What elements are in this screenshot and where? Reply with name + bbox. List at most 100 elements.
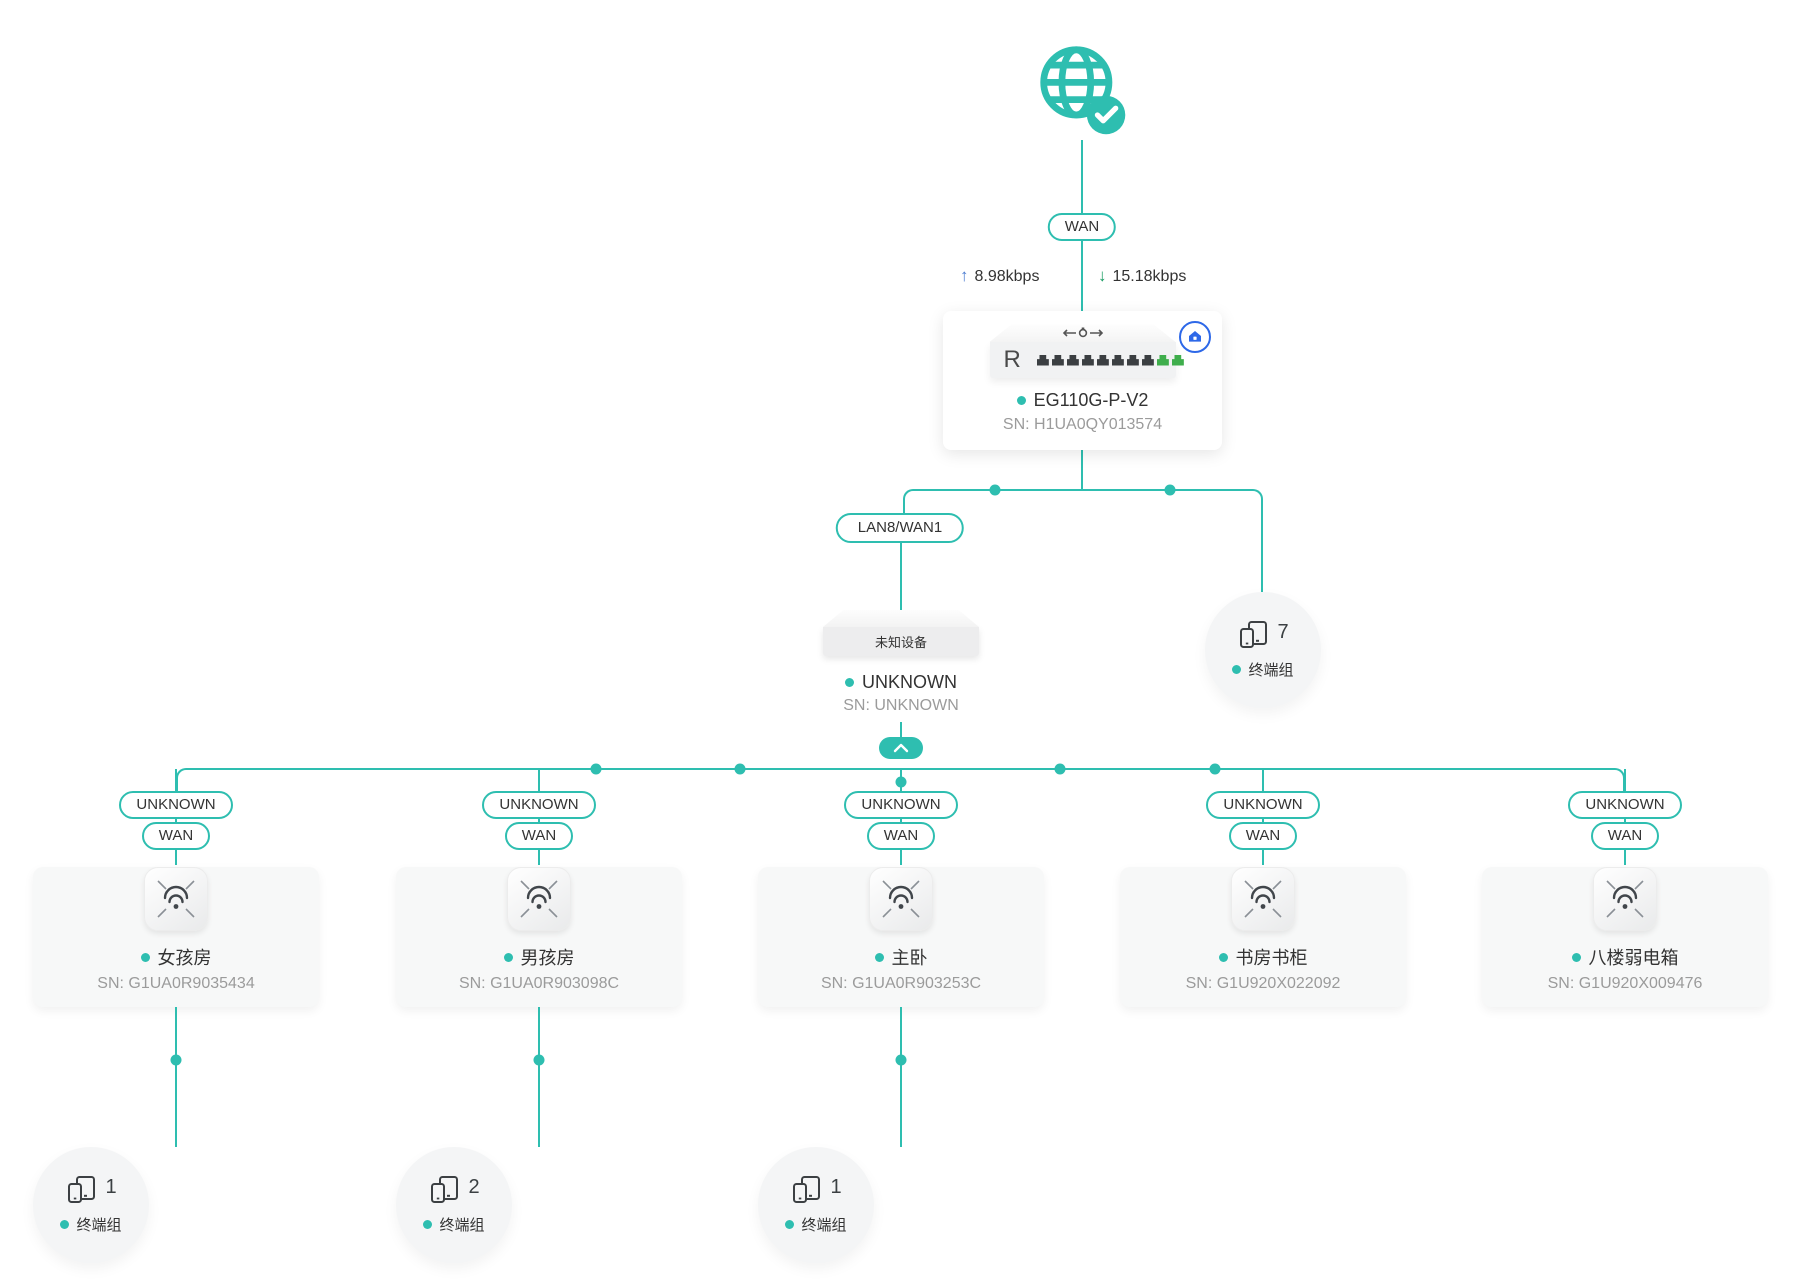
ap-name: 八楼弱电箱 (1588, 948, 1679, 968)
ap-node-card[interactable]: 主卧 SN: G1UA0R903253C (758, 867, 1044, 1007)
ethernet-port (1126, 354, 1139, 366)
branch-master-bedroom: UNKNOWN WAN 主卧 SN: G1UA0R903253C (758, 769, 1044, 1263)
wan-pill: WAN (504, 822, 574, 850)
router-device-art: R (989, 324, 1184, 378)
link-ap-terminals (895, 1007, 907, 1147)
wan-pill: WAN (141, 822, 211, 850)
ap-node-card[interactable]: 八楼弱电箱 SN: G1U920X009476 (1482, 867, 1768, 1007)
junction-dot (734, 763, 746, 775)
ethernet-port (1081, 354, 1094, 366)
uplink-pill: UNKNOWN (844, 791, 958, 819)
network-hub-icon (1062, 327, 1103, 338)
uplink-label: UNKNOWN (1585, 796, 1665, 813)
terminal-count: 1 (830, 1176, 842, 1198)
ap-name-row: 女孩房 (33, 944, 319, 970)
uplink-pill: UNKNOWN (482, 791, 596, 819)
terminal-group[interactable]: 1 终端组 (758, 1147, 874, 1263)
router-terminal-group[interactable]: 7 终端组 (1205, 592, 1321, 708)
ap-device-art (1593, 867, 1657, 931)
terminal-group[interactable]: 1 终端组 (33, 1147, 149, 1263)
wifi-icon (882, 880, 920, 918)
junction-dot (1164, 484, 1176, 496)
wan-port-pill: WAN (1047, 213, 1117, 241)
ap-device-art (507, 867, 571, 931)
home-icon (1189, 331, 1201, 342)
status-dot (1232, 665, 1242, 674)
wan-label: WAN (521, 827, 557, 844)
lan-port-label: LAN8/WAN1 (857, 519, 943, 536)
junction-dot (1054, 763, 1066, 775)
ap-device-art (869, 867, 933, 931)
router-name-row: EG110G-P-V2 (943, 390, 1222, 411)
ethernet-port (1096, 354, 1109, 366)
ap-name-row: 主卧 (758, 944, 1044, 970)
junction-dot (590, 763, 602, 775)
wifi-icon (520, 880, 558, 918)
ap-name: 男孩房 (520, 948, 575, 968)
ap-node-card[interactable]: 男孩房 SN: G1UA0R903098C (396, 867, 682, 1007)
devices-icon (1240, 621, 1268, 648)
switch-device-art: 未知设备 (823, 610, 979, 656)
branch-girls-room: UNKNOWN WAN 女孩房 SN: G1UA0R9035434 (33, 769, 319, 1263)
home-badge[interactable] (1179, 321, 1211, 353)
wifi-icon (1606, 880, 1644, 918)
devices-icon (793, 1176, 821, 1203)
ap-sn: SN: G1UA0R903253C (820, 975, 982, 992)
terminal-group[interactable]: 2 终端组 (396, 1147, 512, 1263)
junction-dot (533, 1054, 545, 1066)
ap-sn: SN: G1U920X022092 (1185, 975, 1341, 992)
wan-pill: WAN (866, 822, 936, 850)
junction-dot (895, 1054, 907, 1066)
wan-pill: WAN (1228, 822, 1298, 850)
router-sn: SN: H1UA0QY013574 (1002, 416, 1163, 433)
router-top-surface (989, 324, 1176, 342)
ap-name-row: 男孩房 (396, 944, 682, 970)
link-ap-terminals (170, 1007, 182, 1147)
devices-icon (431, 1176, 459, 1203)
ethernet-port-active (1156, 354, 1169, 366)
ap-node-card[interactable]: 女孩房 SN: G1UA0R9035434 (33, 867, 319, 1007)
ethernet-port (1066, 354, 1079, 366)
wifi-icon (157, 880, 195, 918)
router-ports (1036, 354, 1184, 366)
router-node-card[interactable]: R EG110G-P-V2 SN: H1UA0QY013574 (943, 311, 1222, 450)
uplink-label: UNKNOWN (1223, 796, 1303, 813)
ap-node-card[interactable]: 书房书柜 SN: G1U920X022092 (1120, 867, 1406, 1007)
lan-port-pill: LAN8/WAN1 (835, 513, 965, 543)
ethernet-port-active (1171, 354, 1184, 366)
upload-speed: ↑8.98kbps (960, 266, 1039, 286)
branch-8f-lowvolt-box: UNKNOWN WAN 八楼弱电箱 SN: G1U920X009476 (1482, 769, 1768, 1007)
status-dot (845, 678, 854, 687)
terminal-group-label-row: 终端组 (1232, 659, 1294, 680)
terminal-count: 1 (105, 1176, 117, 1198)
terminal-count: 2 (468, 1176, 480, 1198)
ethernet-port (1111, 354, 1124, 366)
globe-check-icon (1040, 46, 1126, 135)
wan-label: WAN (883, 827, 919, 844)
collapse-button[interactable] (879, 737, 923, 759)
status-dot (1218, 952, 1228, 962)
uplink-label: UNKNOWN (861, 796, 941, 813)
status-dot (1571, 952, 1581, 962)
chevron-up-icon (893, 743, 909, 753)
internet-node[interactable] (1036, 42, 1132, 140)
link-router-split (1081, 450, 1083, 490)
upload-speed-value: 8.98kbps (974, 268, 1040, 285)
terminal-count: 7 (1277, 621, 1289, 643)
switch-sn: SN: UNKNOWN (843, 697, 959, 714)
terminal-group-label: 终端组 (801, 1217, 847, 1234)
ap-sn: SN: G1UA0R9035434 (97, 975, 255, 992)
branch-study-cabinet: UNKNOWN WAN 书房书柜 SN: G1U920X022092 (1120, 769, 1406, 1007)
uplink-label: UNKNOWN (499, 796, 579, 813)
status-dot (423, 1220, 433, 1229)
ap-name: 女孩房 (157, 948, 212, 968)
terminal-group-label-row: 终端组 (423, 1214, 485, 1235)
terminal-group-label: 终端组 (76, 1217, 122, 1234)
unknown-switch-node[interactable]: 未知设备 UNKNOWN SN: UNKNOWN (751, 610, 1051, 715)
wan-label: WAN (1245, 827, 1281, 844)
switch-name-row: UNKNOWN (751, 672, 1051, 693)
split-line-right (1081, 489, 1263, 592)
terminal-group-label-row: 终端组 (60, 1214, 122, 1235)
branch-boys-room: UNKNOWN WAN 男孩房 SN: G1UA0R903098C (396, 769, 682, 1263)
